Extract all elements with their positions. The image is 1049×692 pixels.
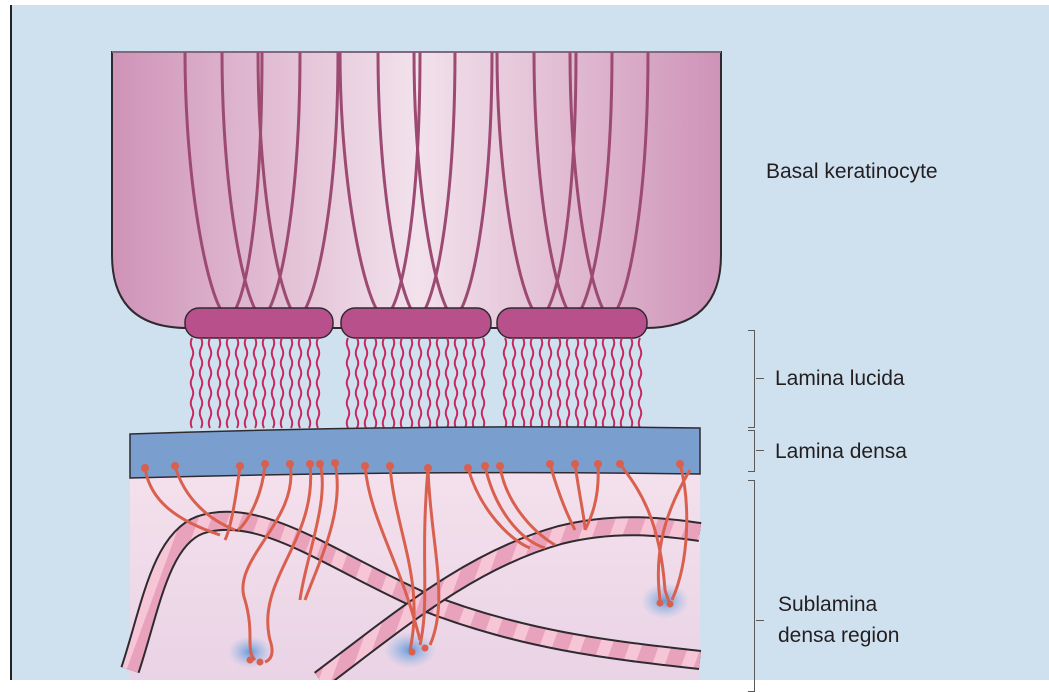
hemidesmosome-3	[497, 308, 647, 338]
basal-keratinocyte-cell	[112, 52, 721, 328]
lamina-densa-brace-tick	[756, 450, 764, 451]
lamina-lucida-brace-tick	[756, 378, 764, 379]
sublamina-label-line1: Sublamina	[778, 590, 877, 620]
lamina-lucida-label: Lamina lucida	[775, 364, 905, 394]
sublamina-brace-tick	[756, 620, 764, 621]
hemidesmosome-2	[341, 308, 491, 338]
lamina-lucida-brace	[748, 330, 755, 428]
sublamina-label-line2: densa region	[778, 621, 899, 651]
lamina-densa-label: Lamina densa	[775, 437, 907, 467]
lamina-densa-band	[130, 427, 700, 478]
sublamina-brace	[748, 480, 755, 692]
hemidesmosome-1	[185, 308, 333, 338]
lamina-densa-brace	[748, 430, 755, 472]
hemidesmosomes	[185, 308, 647, 338]
basal-keratinocyte-label: Basal keratinocyte	[766, 157, 938, 187]
